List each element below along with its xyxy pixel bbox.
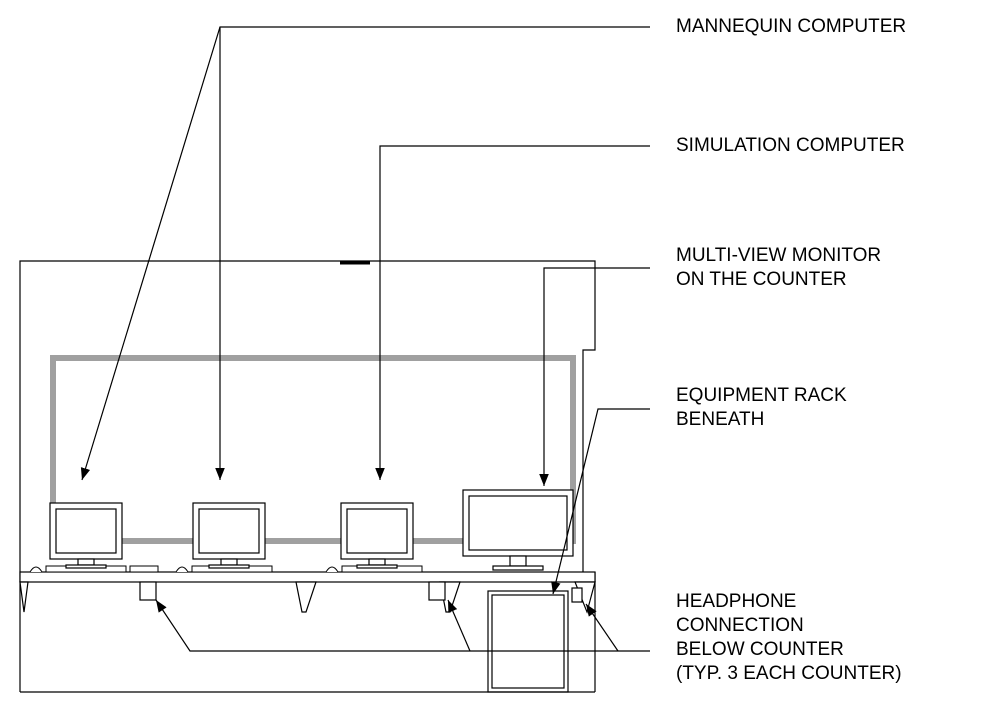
simulation-monitor: [340, 502, 414, 569]
leader-headphone-2: [447, 599, 471, 652]
mice: [29, 566, 339, 573]
equipment-rack: [487, 590, 569, 693]
leader-mannequin-1: [80, 26, 650, 481]
label-headphone-connection: HEADPHONE CONNECTION BELOW COUNTER (TYP.…: [676, 591, 902, 684]
counter: [19, 571, 596, 614]
leader-headphone: [155, 599, 650, 652]
leader-multi-view: [539, 267, 650, 486]
headphone-jack-boxes: [139, 581, 583, 603]
label-mannequin-computer: MANNEQUIN COMPUTER: [676, 16, 907, 37]
mannequin-monitor-1: [49, 502, 123, 569]
leader-equipment-rack: [551, 408, 650, 595]
observation-window-frame: [50, 355, 576, 544]
leader-simulation: [375, 145, 650, 480]
label-multi-view-monitor: MULTI-VIEW MONITOR ON THE COUNTER: [676, 245, 882, 290]
label-simulation-computer: SIMULATION COMPUTER: [676, 135, 905, 156]
leader-lines: [80, 26, 650, 652]
leader-headphone-3: [585, 603, 619, 652]
room-wall-outline: [19, 260, 596, 693]
mannequin-monitor-2: [192, 502, 266, 569]
multi-view-monitor: [462, 489, 574, 571]
label-equipment-rack: EQUIPMENT RACK BENEATH: [676, 385, 847, 430]
